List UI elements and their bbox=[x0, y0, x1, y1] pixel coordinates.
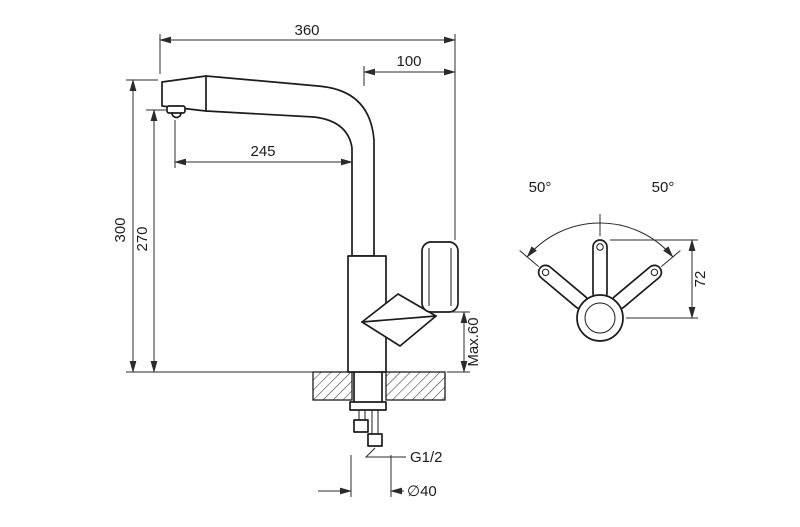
dim-label-72: 72 bbox=[692, 271, 709, 288]
dimension-handle-length: 72 bbox=[610, 239, 709, 319]
angle-ext-left bbox=[519, 250, 540, 267]
dimensions-side-view: 360 100 245 300 270 bbox=[112, 22, 482, 500]
label-thread: G1/2 bbox=[410, 449, 443, 466]
rotation-arc-left bbox=[526, 222, 601, 258]
dim-label-300: 300 bbox=[112, 217, 129, 242]
dimension-total-height: 300 bbox=[112, 79, 313, 373]
dim-label-max60: Max.60 bbox=[465, 317, 482, 366]
dim-label-360: 360 bbox=[294, 22, 319, 39]
dimension-spout-reach: 245 bbox=[174, 120, 353, 168]
countertop-section bbox=[312, 371, 446, 401]
handle-base-outer bbox=[576, 294, 624, 342]
dimension-spout-height: 270 bbox=[134, 109, 166, 373]
aerator-outlet bbox=[171, 112, 182, 119]
dim-label-245: 245 bbox=[250, 143, 275, 160]
dimension-hole-diameter: ∅40 bbox=[318, 455, 437, 500]
handle-position-center bbox=[592, 239, 608, 301]
angle-ext-right bbox=[660, 250, 681, 267]
side-lever-edge bbox=[361, 315, 437, 323]
aerator bbox=[166, 105, 186, 114]
filter-outlet-cylinder bbox=[421, 241, 459, 313]
dimension-total-width: 360 bbox=[159, 22, 456, 240]
handle-top-view: 50° 50° 72 bbox=[519, 179, 709, 342]
hose-right-fitting bbox=[367, 433, 383, 447]
counter-hatch-left bbox=[312, 371, 353, 401]
label-hole-diameter: ∅40 bbox=[407, 483, 437, 500]
dimension-mount-max: Max.60 bbox=[447, 311, 482, 373]
mounting-washer bbox=[349, 401, 387, 411]
counter-hatch-right bbox=[385, 371, 446, 401]
dimension-top-depth: 100 bbox=[363, 53, 456, 86]
hose-left-fitting bbox=[353, 419, 369, 433]
faucet-spout-arm bbox=[161, 75, 375, 257]
dim-label-angle-right: 50° bbox=[652, 179, 675, 196]
rotation-arc-right bbox=[599, 222, 674, 258]
label-thread-leader: G1/2 bbox=[364, 447, 443, 466]
handle-base-inner bbox=[584, 302, 616, 334]
faucet-side-view bbox=[161, 75, 459, 447]
dim-label-270: 270 bbox=[134, 226, 151, 251]
dim-label-100: 100 bbox=[396, 53, 421, 70]
dim-label-angle-left: 50° bbox=[529, 179, 552, 196]
